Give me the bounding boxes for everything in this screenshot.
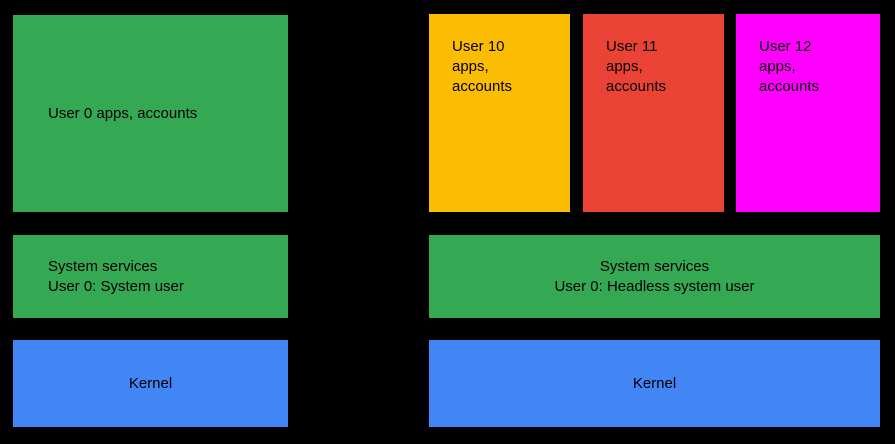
system-services-legacy-label: System services User 0: System user bbox=[48, 257, 184, 295]
system-services-headless-box: System services User 0: Headless system … bbox=[429, 235, 880, 318]
user-12-apps-accounts-label: User 12 apps, accounts bbox=[759, 38, 820, 95]
user-12-apps-accounts-box: User 12 apps, accounts bbox=[736, 14, 880, 212]
kernel-legacy-box: Kernel bbox=[13, 340, 288, 427]
user-0-apps-accounts-box: User 0 apps, accounts bbox=[13, 15, 288, 212]
system-services-headless-label: System services User 0: Headless system … bbox=[554, 257, 755, 295]
user-10-apps-accounts-box: User 10 apps, accounts bbox=[429, 14, 570, 212]
user-11-apps-accounts-box: User 11 apps, accounts bbox=[583, 14, 724, 212]
user-0-apps-accounts-label: User 0 apps, accounts bbox=[48, 104, 198, 122]
user-10-apps-accounts-label: User 10 apps, accounts bbox=[452, 38, 513, 95]
kernel-headless-label: Kernel bbox=[632, 374, 677, 392]
kernel-legacy-label: Kernel bbox=[128, 374, 173, 392]
system-services-legacy-box: System services User 0: System user bbox=[13, 235, 288, 318]
user-11-apps-accounts-label: User 11 apps, accounts bbox=[606, 38, 667, 95]
kernel-headless-box: Kernel bbox=[429, 340, 880, 427]
